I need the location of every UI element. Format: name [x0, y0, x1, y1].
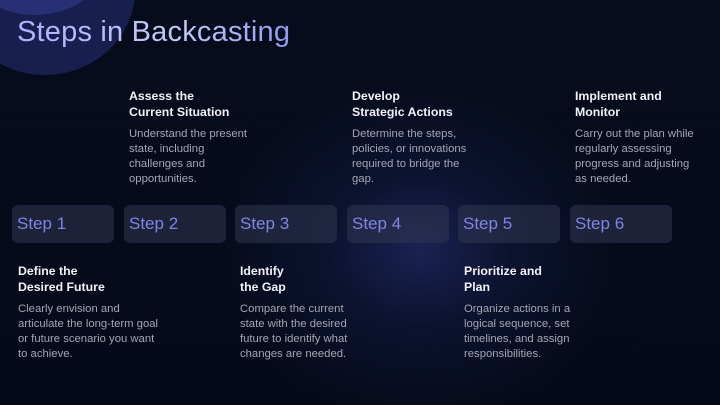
step-6-box: Step 6 — [570, 205, 672, 243]
step-5-body: Organize actions in a logical sequence, … — [464, 303, 571, 360]
step-1-description: Define the Desired Future Clearly envisi… — [18, 263, 168, 362]
step-2-box: Step 2 — [124, 205, 226, 243]
step-3-heading-line2: the Gap — [240, 280, 286, 294]
step-3-body: Compare the current state with the desir… — [240, 303, 348, 360]
step-1-box: Step 1 — [12, 205, 114, 243]
step-2-heading-line1: Assess the — [129, 89, 194, 103]
step-6-heading: Implement and Monitor — [575, 88, 720, 120]
step-5-heading: Prioritize and Plan — [464, 263, 614, 295]
step-6-heading-line2: Monitor — [575, 105, 621, 119]
slide-title: Steps in Backcasting — [17, 16, 291, 48]
step-6-description: Implement and Monitor Carry out the plan… — [575, 88, 720, 187]
step-4-box: Step 4 — [347, 205, 449, 243]
step-5-heading-line1: Prioritize and — [464, 264, 542, 278]
step-4-description: Develop Strategic Actions Determine the … — [352, 88, 502, 187]
step-3-box: Step 3 — [235, 205, 337, 243]
step-5-description: Prioritize and Plan Organize actions in … — [464, 263, 614, 362]
step-1-body: Clearly envision and articulate the long… — [18, 303, 159, 360]
step-6-body: Carry out the plan while regularly asses… — [575, 128, 694, 185]
step-2-body: Understand the present state, including … — [129, 128, 248, 185]
step-5-box: Step 5 — [458, 205, 560, 243]
step-1-heading-line1: Define the — [18, 264, 78, 278]
step-4-heading-line1: Develop — [352, 89, 400, 103]
step-2-heading: Assess the Current Situation — [129, 88, 279, 120]
step-4-heading: Develop Strategic Actions — [352, 88, 502, 120]
step-2-description: Assess the Current Situation Understand … — [129, 88, 279, 187]
step-5-heading-line2: Plan — [464, 280, 490, 294]
step-3-heading: Identify the Gap — [240, 263, 390, 295]
step-3-heading-line1: Identify — [240, 264, 284, 278]
step-4-body: Determine the steps, policies, or innova… — [352, 128, 467, 185]
step-3-description: Identify the Gap Compare the current sta… — [240, 263, 390, 362]
step-1-heading-line2: Desired Future — [18, 280, 105, 294]
step-6-heading-line1: Implement and — [575, 89, 662, 103]
step-4-heading-line2: Strategic Actions — [352, 105, 453, 119]
step-1-heading: Define the Desired Future — [18, 263, 168, 295]
step-2-heading-line2: Current Situation — [129, 105, 230, 119]
